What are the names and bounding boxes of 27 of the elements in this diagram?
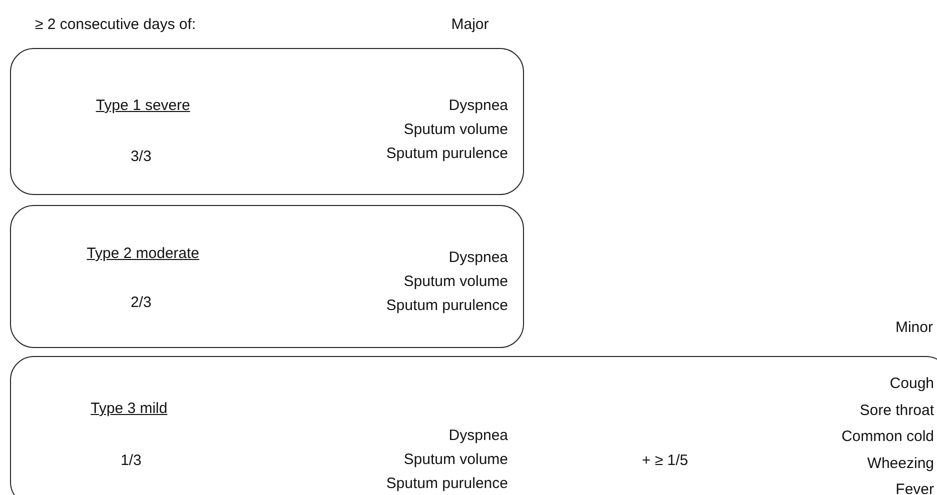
symptom-text: Dyspnea [448,249,508,267]
header-text: ≥ 2 consecutive days of: [35,16,196,34]
column-header: Minor [895,319,933,337]
type-heading: Type 1 severe [96,97,190,115]
symptom-text: Dyspnea [448,97,508,115]
severity-box [10,356,937,495]
symptom-text: Dyspnea [448,427,508,445]
symptom-text: Sputum volume [404,121,508,139]
type-heading: Type 3 mild [90,400,168,418]
symptom-text: Sputum purulence [386,297,508,315]
symptom-text: Fever [896,481,934,495]
symptom-text: Common cold [841,428,934,446]
type-heading: Type 2 moderate [86,245,200,263]
symptom-text: Sputum volume [404,273,508,291]
symptom-text: Sputum purulence [386,145,508,163]
symptom-text: Wheezing [867,454,934,472]
severity-box [10,48,524,195]
symptom-text: Sore throat [860,402,934,420]
symptom-text: Sputum purulence [386,475,508,493]
ratio-text: 3/3 [130,148,152,166]
symptom-text: Sputum volume [404,451,508,469]
column-header: Major [451,16,489,34]
ratio-text: 2/3 [130,294,152,312]
symptom-text: Cough [890,375,934,393]
ratio-text: 1/3 [120,452,142,470]
severity-box [10,205,524,348]
extra-criterion-text: + ≥ 1/5 [642,452,688,470]
